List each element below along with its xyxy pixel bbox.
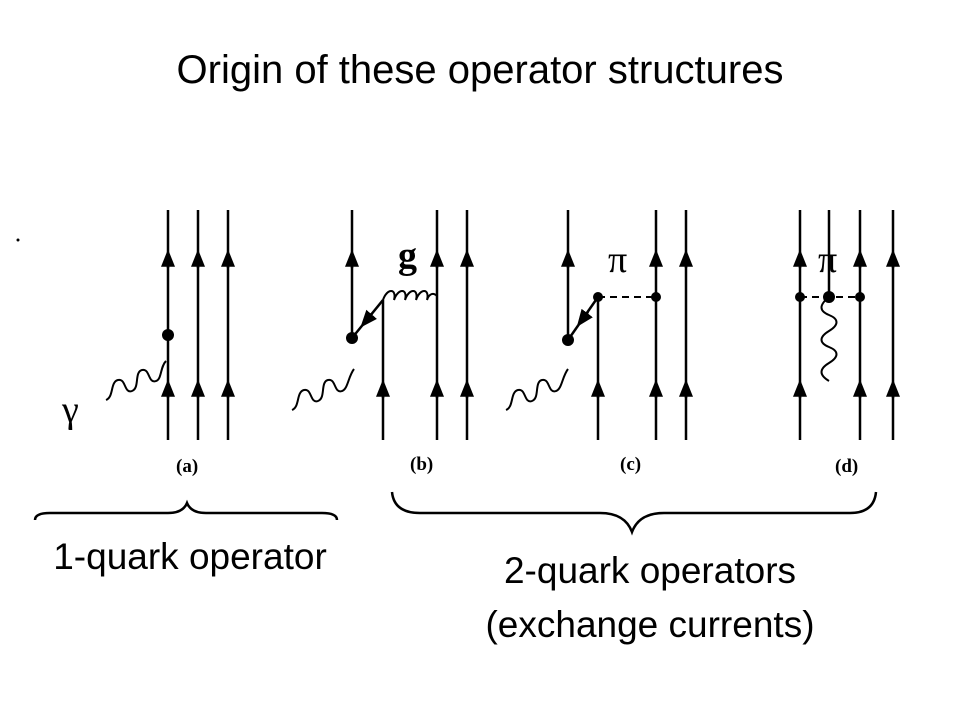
diagram-label-d: (d): [835, 456, 858, 477]
diagram-label-c: (c): [620, 454, 641, 475]
vertex-dot: [162, 329, 174, 341]
diagram-label-a: (a): [176, 456, 198, 477]
gamma-label: γ: [61, 389, 79, 431]
vertex-dot: [823, 291, 835, 303]
vertex-dot: [855, 292, 865, 302]
photon-line: [291, 368, 355, 411]
two-quark-label: 2-quark operators: [503, 550, 797, 591]
brace-two-quark: [390, 491, 878, 536]
vertex-dot: [795, 292, 805, 302]
one-quark-label: 1-quark operator: [53, 536, 327, 577]
quark-arrow: [576, 308, 593, 327]
vertex-dot: [346, 332, 358, 344]
photon-line: [105, 360, 167, 401]
gluon-line: [382, 290, 438, 301]
vertex-dot: [562, 334, 574, 346]
stray-dot: [16, 238, 20, 242]
photon-line: [820, 296, 838, 382]
diagram-c: [505, 210, 693, 440]
pion-label-d: π: [818, 239, 837, 281]
brace-one-quark: [33, 499, 339, 521]
pion-label-c: π: [608, 239, 627, 281]
exchange-currents-label: (exchange currents): [485, 604, 815, 645]
vertex-dot: [651, 292, 661, 302]
diagram-d: [793, 210, 900, 440]
quark-arrow: [360, 309, 378, 328]
page-title: Origin of these operator structures: [176, 48, 784, 92]
gluon-label: g: [398, 235, 417, 277]
diagram-a: [105, 210, 235, 440]
diagram-b: [291, 210, 474, 440]
vertex-dot: [593, 292, 603, 302]
photon-line: [505, 368, 569, 411]
diagram-label-b: (b): [410, 454, 433, 475]
